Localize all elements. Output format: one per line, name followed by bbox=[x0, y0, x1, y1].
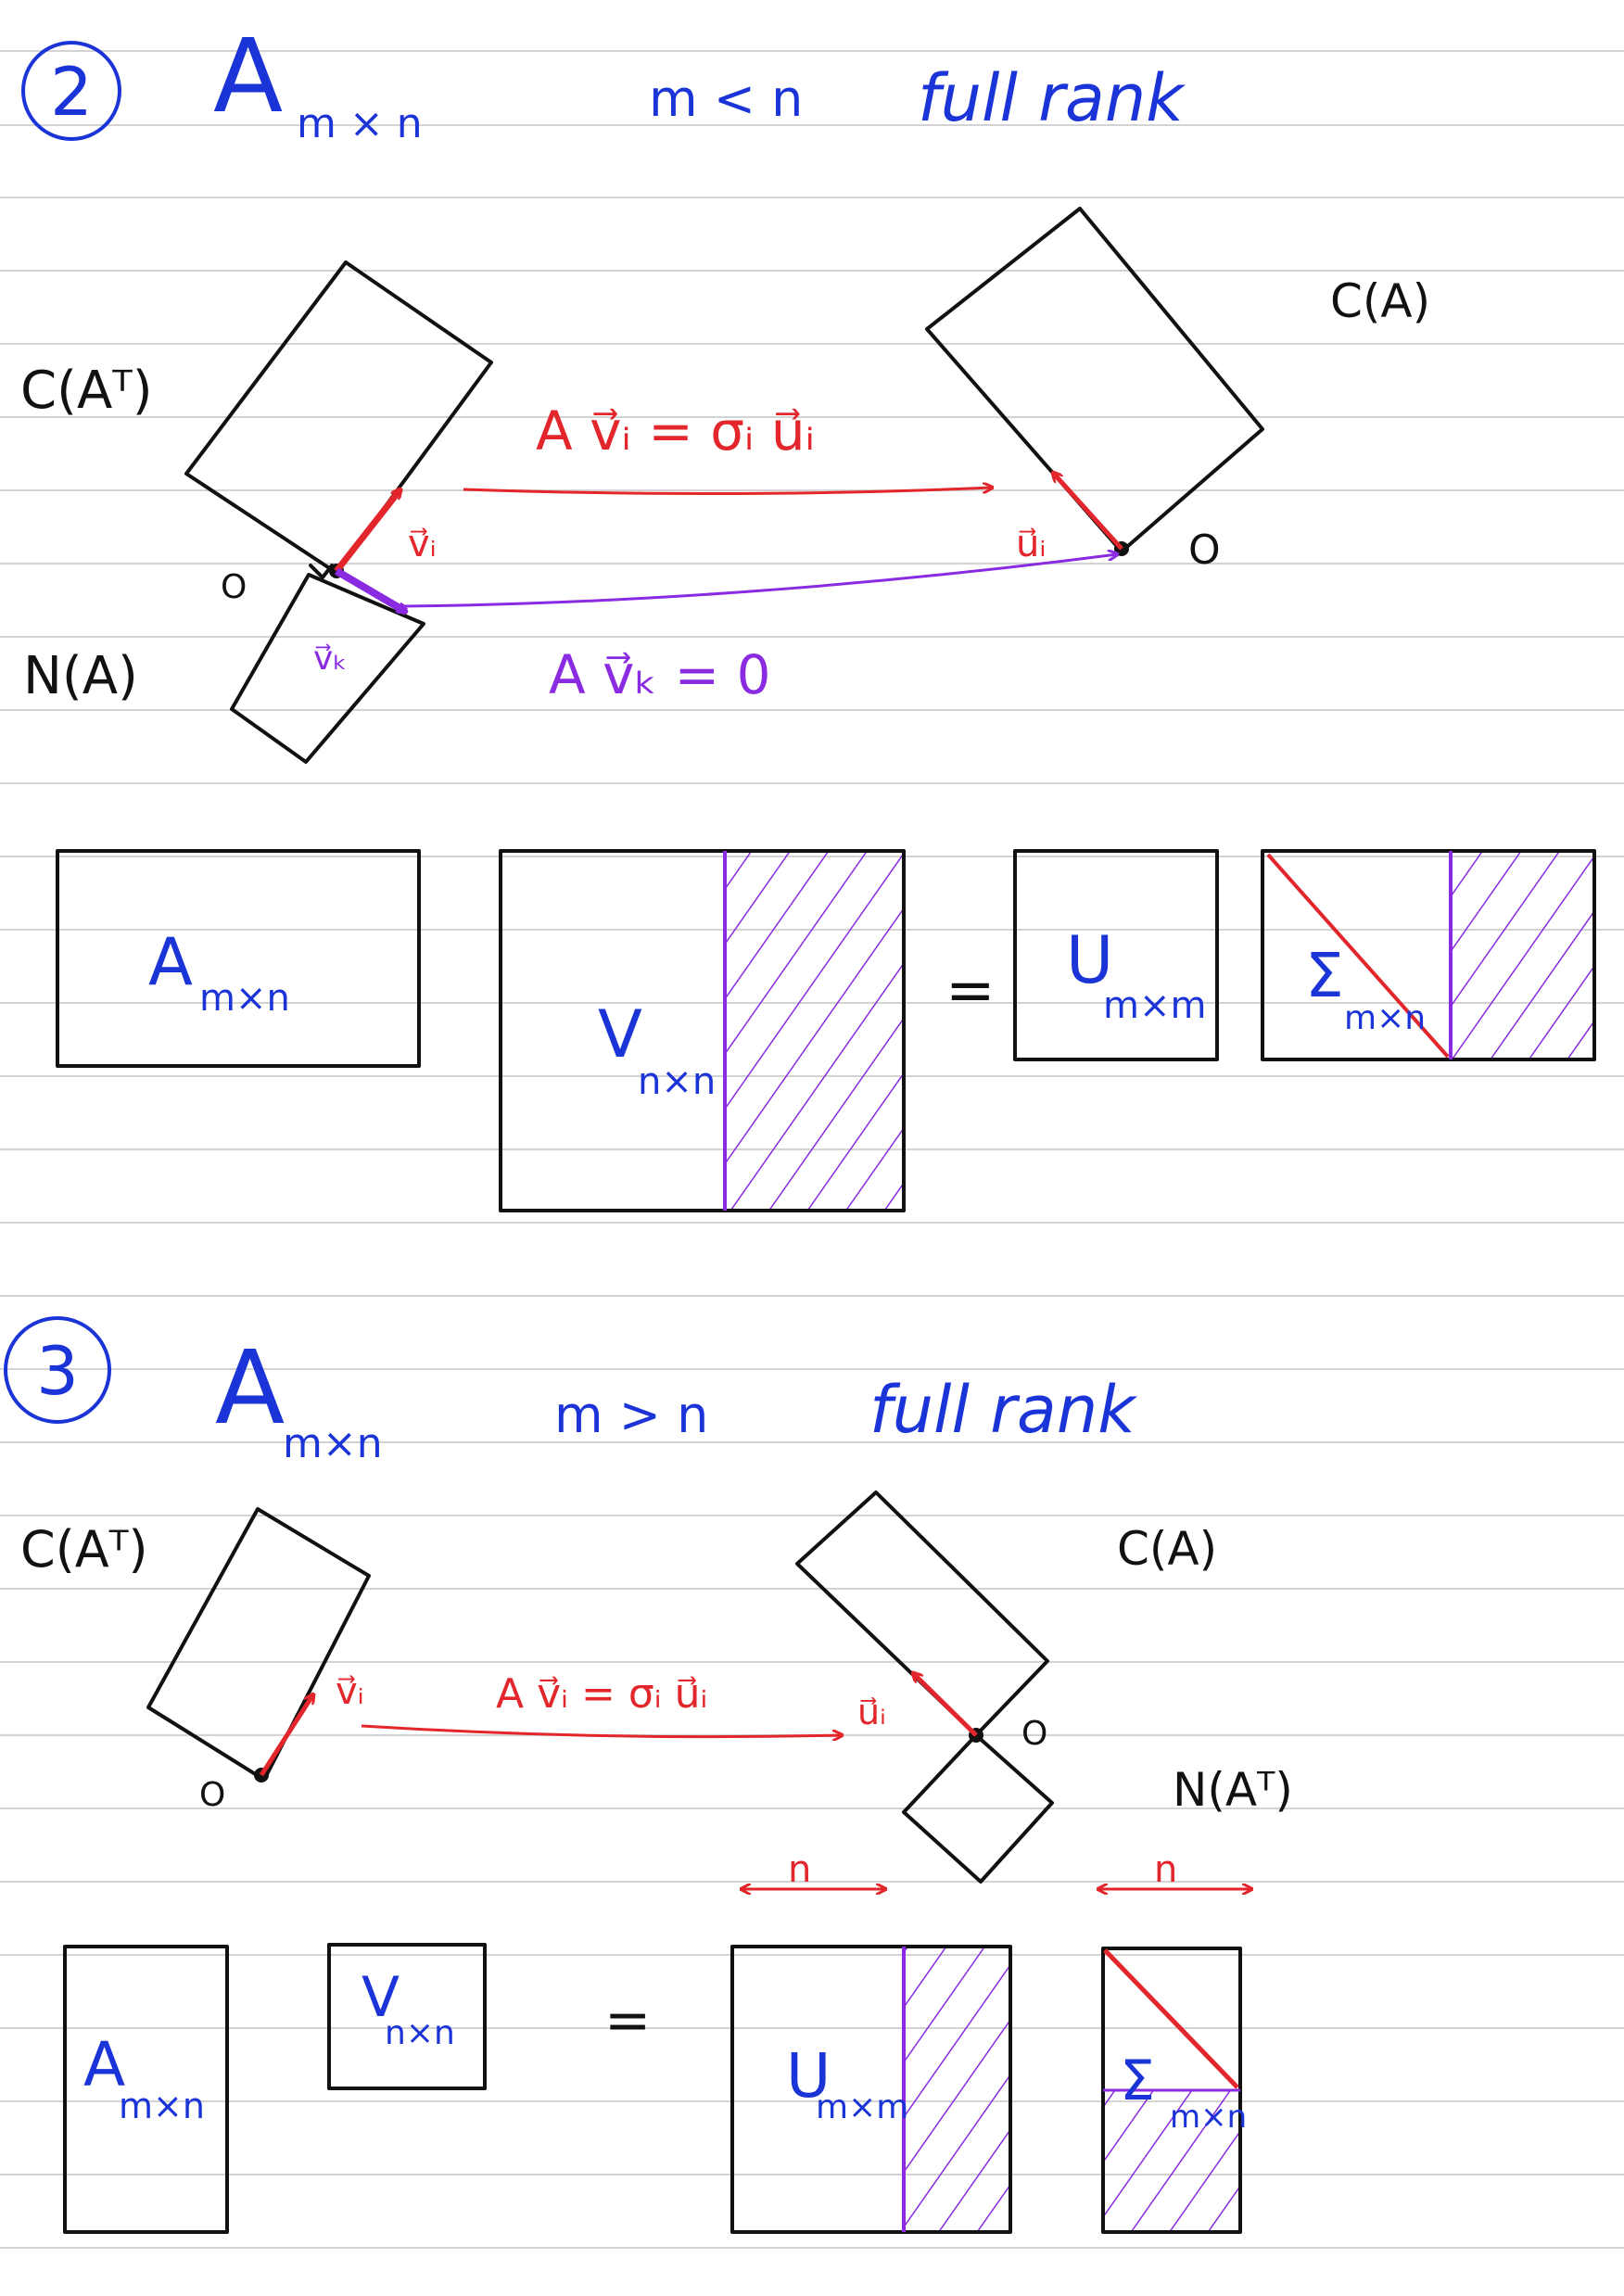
matrix-Sigma-size: m×n bbox=[1170, 2099, 1247, 2136]
map-arrow-vk-to-zero bbox=[402, 554, 1117, 608]
matrix-U-letter: U bbox=[1066, 922, 1113, 998]
column-space-label: C(A) bbox=[1330, 274, 1430, 328]
row-space-label: C(Aᵀ) bbox=[20, 361, 153, 421]
matrix-U-size: m×m bbox=[816, 2088, 908, 2126]
heading-matrix-letter: A bbox=[213, 17, 283, 135]
vector-vi-arrow bbox=[334, 489, 400, 574]
column-space-plane bbox=[925, 207, 1264, 553]
origin-label-right: O bbox=[1188, 526, 1221, 574]
matrix-Sigma-diagonal bbox=[1103, 1948, 1239, 2089]
heading-matrix-size: m×n bbox=[283, 1420, 383, 1467]
section-3: 3 A m×n m > n full rank C(Aᵀ) C(A) N(Aᵀ)… bbox=[4, 1316, 1293, 2234]
map-arrow-vi-to-ui bbox=[361, 1724, 842, 1737]
null-space-plane bbox=[230, 573, 425, 764]
section-number: 2 bbox=[50, 53, 93, 131]
origin-label-right: O bbox=[1021, 1715, 1047, 1753]
section-number: 3 bbox=[36, 1332, 79, 1410]
matrix-V-size: n×n bbox=[638, 1060, 716, 1103]
heading-rank: full rank bbox=[918, 60, 1186, 136]
heading-matrix-letter: A bbox=[215, 1328, 285, 1447]
equals-sign: = bbox=[604, 1988, 651, 2053]
matrix-Sigma-hatched-region bbox=[1103, 2090, 1240, 2232]
matrix-V-letter: V bbox=[362, 1965, 400, 2030]
matrix-U-size: m×m bbox=[1103, 984, 1206, 1027]
equation-avi-sigma-ui: A v⃗ᵢ = σᵢ u⃗ᵢ bbox=[536, 400, 815, 463]
column-space-label: C(A) bbox=[1117, 1522, 1217, 1576]
matrix-U-box bbox=[730, 1945, 1012, 2234]
matrix-Sigma-diagonal bbox=[1266, 853, 1450, 1059]
origin-label-left: O bbox=[199, 1776, 225, 1814]
vector-ui-label: u⃗ᵢ bbox=[1016, 523, 1047, 565]
vector-ui-label: u⃗ᵢ bbox=[857, 1692, 886, 1732]
equals-sign: = bbox=[945, 957, 996, 1025]
heading-rank: full rank bbox=[869, 1372, 1137, 1448]
heading-condition: m > n bbox=[554, 1386, 708, 1444]
map-arrow-vi-to-ui bbox=[463, 488, 992, 496]
vector-vk-label: v⃗ₖ bbox=[313, 640, 348, 678]
dim-label-Sigma: n bbox=[1154, 1848, 1177, 1891]
matrix-V-box bbox=[499, 849, 906, 1212]
vector-vi-label: v⃗ᵢ bbox=[336, 1670, 364, 1713]
matrix-V-size: n×n bbox=[385, 2014, 455, 2052]
matrix-U-box bbox=[1013, 849, 1219, 1061]
vector-vi-arrow bbox=[259, 1694, 313, 1777]
right-angle-mark bbox=[309, 564, 334, 579]
vector-vi-label: v⃗ᵢ bbox=[408, 523, 437, 565]
matrix-Sigma-size: m×n bbox=[1344, 999, 1426, 1037]
matrix-A-letter: A bbox=[83, 2029, 125, 2100]
matrix-A-size: m×n bbox=[199, 977, 290, 1020]
matrix-A-box bbox=[56, 849, 421, 1068]
matrix-U-letter: U bbox=[786, 2040, 831, 2112]
origin-label-left: O bbox=[221, 568, 247, 606]
vector-ui-arrow bbox=[1053, 473, 1123, 551]
row-space-plane bbox=[146, 1507, 371, 1782]
left-null-space-plane bbox=[902, 1733, 1054, 1884]
vector-vk-arrow bbox=[334, 567, 406, 615]
matrix-Sigma-hatched-region bbox=[1451, 851, 1594, 1059]
matrix-Sigma-box bbox=[1261, 849, 1596, 1061]
matrix-V-letter: V bbox=[598, 996, 642, 1072]
section-2: 2 A m × n m < n full rank C(Aᵀ) N(A) C(A… bbox=[20, 17, 1596, 1212]
dim-label-U: n bbox=[788, 1848, 811, 1891]
equation-avi-sigma-ui: A v⃗ᵢ = σᵢ u⃗ᵢ bbox=[496, 1670, 707, 1718]
matrix-A-letter: A bbox=[148, 924, 193, 1000]
left-null-space-label: N(Aᵀ) bbox=[1173, 1763, 1293, 1817]
row-space-label: C(Aᵀ) bbox=[20, 1520, 148, 1579]
heading-matrix-size: m × n bbox=[297, 100, 423, 147]
heading-condition: m < n bbox=[649, 70, 803, 128]
matrix-V-box bbox=[327, 1943, 487, 2090]
null-space-label: N(A) bbox=[23, 646, 138, 706]
matrix-U-hatched-region bbox=[904, 1947, 1010, 2232]
matrix-Sigma-letter: Σ bbox=[1120, 2049, 1155, 2113]
vector-ui-arrow bbox=[913, 1673, 978, 1737]
equation-avk-zero: A v⃗ₖ = 0 bbox=[549, 643, 771, 706]
matrix-V-hatched-region bbox=[725, 851, 904, 1211]
matrix-A-box bbox=[63, 1945, 229, 2234]
column-space-plane bbox=[795, 1490, 1049, 1737]
section-number-circle bbox=[21, 41, 121, 141]
section-number-circle bbox=[4, 1316, 111, 1424]
matrix-Sigma-letter: Σ bbox=[1305, 940, 1344, 1011]
matrix-A-size: m×n bbox=[119, 2086, 205, 2126]
